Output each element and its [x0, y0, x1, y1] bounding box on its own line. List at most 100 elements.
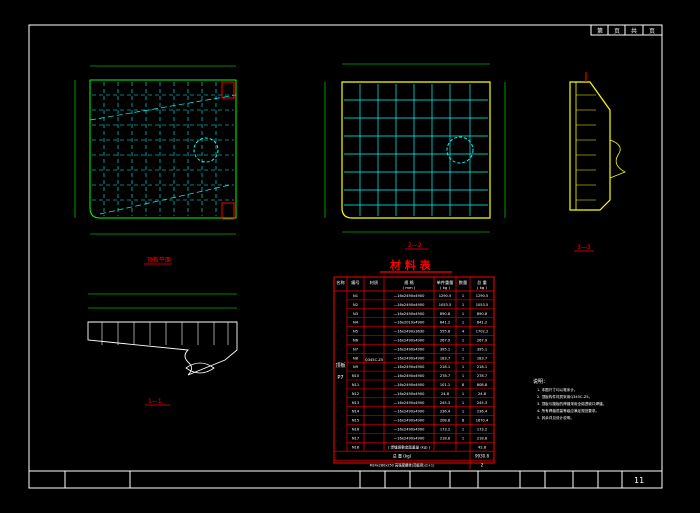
- table-cell: 1670.4: [476, 419, 489, 423]
- table-total-label: 总 重 (kg): [393, 453, 412, 459]
- table-cell: —16x2490x4900: [394, 392, 425, 396]
- table-cell: 1: [462, 392, 464, 396]
- table-cell: 641.2: [477, 321, 487, 325]
- table-cell: 1: [462, 303, 464, 307]
- table-cell: 183.7: [477, 356, 487, 360]
- table-cell: 8: [462, 419, 465, 423]
- section-2-title: 2—2: [408, 242, 422, 249]
- table-cell: N9: [353, 365, 359, 369]
- table-cell: —16x2490x4900: [394, 374, 425, 378]
- table-cell: 278.7: [477, 374, 487, 378]
- table-cell: 267.9: [440, 339, 451, 343]
- table-cell: —16x2490x4900: [394, 303, 425, 307]
- table-cell: ( 焊缝熔敷金属重量 (kg) ): [388, 444, 431, 449]
- table-part-name: 顶板: [335, 362, 345, 369]
- table-cell: 641.2: [440, 321, 450, 325]
- table-cell: 1: [462, 356, 464, 360]
- table-cell: 1290.5: [476, 294, 489, 298]
- notes-block: 说明： 1. 本图尺寸均以毫米计。2. 顶板构件材质采用Q345C-Z5。3. …: [533, 378, 606, 420]
- table-cell: 42.8: [478, 445, 487, 449]
- table-cell: N11: [352, 383, 359, 387]
- table-cell: N13: [352, 401, 359, 405]
- table-cell: 8: [462, 383, 465, 387]
- table-cell: 1: [462, 428, 464, 432]
- title-cell-1: 第: [597, 27, 603, 35]
- table-header-cell: 编号: [351, 279, 359, 286]
- table-header-unit: ( kg ): [477, 285, 488, 290]
- plan-detail-top: [221, 81, 235, 99]
- table-cell: N6: [353, 339, 359, 343]
- table-cell: —16x2010x4900: [394, 321, 425, 325]
- table-header-unit: ( kg ): [440, 285, 451, 290]
- table-cell: —16x2490x4900: [394, 356, 425, 360]
- section-3-view: 3—3: [569, 72, 626, 252]
- table-cell: 1: [462, 312, 464, 316]
- plan-view-title: 顶板平面: [147, 256, 171, 264]
- table-cell: —16x2490x4900: [394, 347, 425, 351]
- plan-detail-bottom: [221, 202, 235, 220]
- table-cell: 890.8: [440, 312, 451, 316]
- sheet-number: 11: [634, 476, 644, 485]
- table-cell: N12: [352, 392, 359, 396]
- table-material: Q345C-Z5: [365, 358, 383, 362]
- table-cell: 218.8: [477, 436, 488, 440]
- table-cell: 808.8: [477, 383, 488, 387]
- bottom-title-block: [29, 470, 662, 488]
- table-cell: 1: [462, 436, 464, 440]
- section-3-title: 3—3: [577, 244, 591, 251]
- note-line: 2. 顶板构件材质采用Q345C-Z5。: [537, 394, 592, 399]
- table-cell: 101.1: [440, 383, 450, 387]
- table-cell: 890.8: [477, 312, 488, 316]
- table-cell: 1290.5: [439, 294, 452, 298]
- table-cell: 1053.5: [476, 303, 489, 307]
- table-cell: 395.1: [477, 347, 487, 351]
- table-header-cell: 数量: [459, 279, 467, 286]
- note-line: 5. 其余详见设计说明。: [537, 415, 574, 420]
- table-cell: —16x2490x4900: [394, 428, 425, 432]
- table-cell: 245.3: [477, 401, 487, 405]
- table-cell: 555.8: [440, 330, 451, 334]
- table-header-unit: ( mm ): [403, 285, 416, 290]
- table-cell: 1: [462, 347, 464, 351]
- table-header-cell: 单件重量: [437, 279, 454, 286]
- notes-heading: 说明：: [533, 378, 548, 385]
- table-cell: —16x2490x4900: [394, 294, 425, 298]
- table-cell: 4: [462, 330, 465, 334]
- table-cell: —16x2490x4900: [394, 410, 425, 414]
- table-cell: N10: [352, 374, 360, 378]
- table-cell: N18: [352, 445, 360, 449]
- table-cell: 1: [462, 365, 464, 369]
- table-cell: N4: [353, 321, 359, 325]
- table-cell: —16x2490x3630: [394, 330, 425, 334]
- section-3-outline: [569, 81, 611, 211]
- table-note-row: M24x280x250 高强度螺栓(顶板用)(1+1): [370, 463, 436, 468]
- section-1-title: 1—1: [148, 398, 162, 405]
- table-cell: 1: [462, 401, 464, 405]
- plan-outline: [89, 79, 237, 219]
- table-cell: N1: [353, 294, 358, 298]
- section-2-manhole: [446, 136, 474, 164]
- table-cell: N5: [353, 330, 358, 334]
- table-cell: —16x2490x4900: [394, 365, 425, 369]
- material-table-title: 材 料 表: [390, 258, 432, 272]
- section-2-view: 2—2: [324, 63, 506, 250]
- section-1-outline: [87, 321, 238, 376]
- note-line: 3. 顶板与腹板的焊缝采用全熔透坡口焊缝。: [537, 401, 606, 406]
- table-cell: 1: [462, 410, 464, 414]
- plan-diag-1: [89, 94, 237, 121]
- table-cell: 1: [462, 321, 464, 325]
- table-cell: 24.8: [441, 392, 450, 396]
- title-cell-4: 页: [649, 28, 655, 35]
- table-cell: —16x2490x4900: [394, 401, 425, 405]
- table-cell: —16x2490x4900: [394, 419, 425, 423]
- table-cell: 236.4: [440, 410, 451, 414]
- plan-view: 顶板平面: [74, 65, 237, 265]
- plan-diag-2: [99, 184, 231, 215]
- table-cell: —16x2490x4900: [394, 312, 425, 316]
- top-title-block: [590, 24, 663, 36]
- table-cell: 267.9: [477, 339, 488, 343]
- table-cell: 1053.5: [439, 303, 452, 307]
- table-cell: 183.7: [440, 356, 450, 360]
